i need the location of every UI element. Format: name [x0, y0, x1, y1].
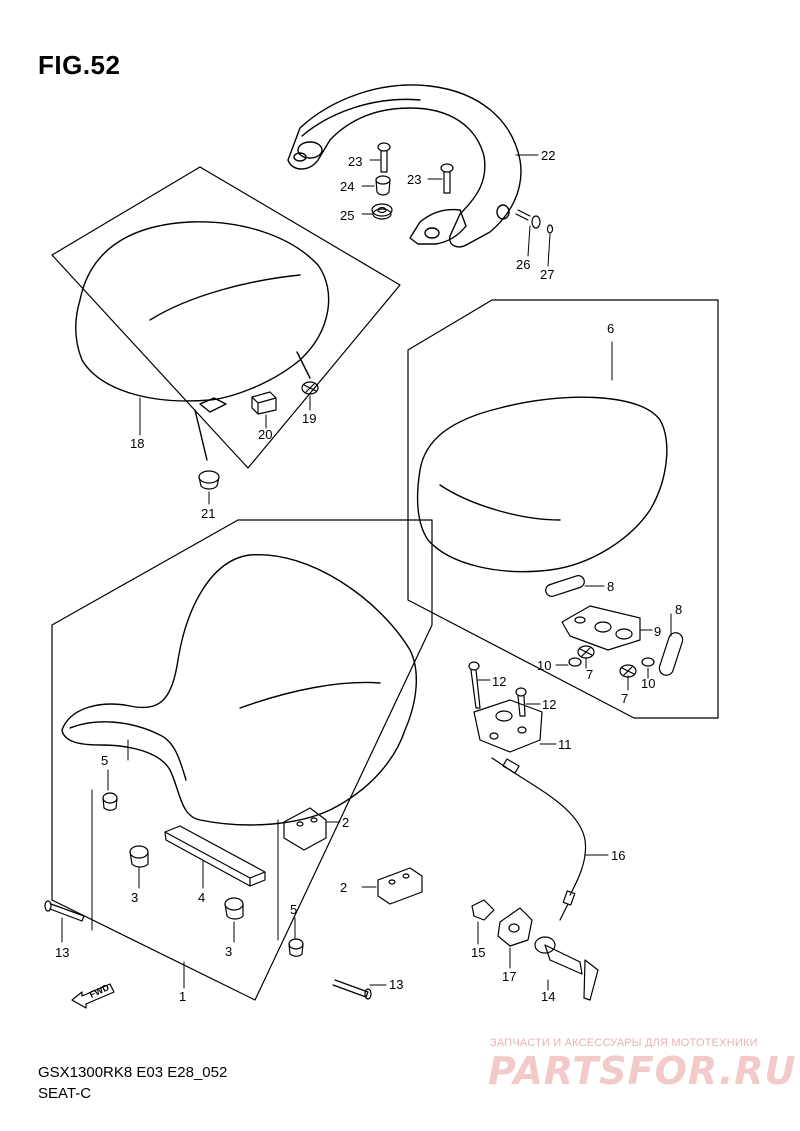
- bolt-23-left: [378, 143, 390, 172]
- callout-19: 19: [302, 411, 317, 426]
- callout-23b: 23: [407, 172, 422, 187]
- callout-22: 22: [541, 148, 556, 163]
- grommet-5b: [289, 939, 303, 956]
- callout-24: 24: [340, 179, 355, 194]
- grommet-25: [372, 204, 392, 219]
- callout-5a: 5: [101, 753, 109, 768]
- callout-21: 21: [201, 506, 216, 521]
- callout-15: 15: [471, 945, 486, 960]
- callout-27: 27: [540, 267, 555, 282]
- lock-14: [535, 937, 598, 1000]
- callout-7b: 7: [621, 691, 629, 706]
- callout-6: 6: [607, 321, 615, 336]
- callout-25: 25: [340, 208, 355, 223]
- callout-1: 1: [179, 989, 187, 1004]
- seat-cover: [418, 397, 667, 571]
- callout-13a: 13: [55, 945, 70, 960]
- callout-7a: 7: [586, 667, 594, 682]
- callout-17: 17: [502, 969, 517, 984]
- watermark-logo: PARTSFOR.RU: [488, 1049, 797, 1093]
- washer-27: [548, 225, 553, 233]
- bolt-13b: [333, 980, 371, 999]
- part-8-left: [544, 574, 586, 598]
- callout-3a: 3: [131, 890, 139, 905]
- lock-bracket-11: [474, 700, 542, 752]
- callout-11: 11: [558, 737, 572, 752]
- pillion-seat: [76, 222, 329, 460]
- part-8-right: [658, 631, 685, 677]
- collar-24: [376, 176, 390, 195]
- bolt-13a: [45, 901, 84, 921]
- callout-8b: 8: [675, 602, 683, 617]
- callout-18: 18: [130, 436, 145, 451]
- callout-26: 26: [516, 257, 531, 272]
- bolt-12a: [469, 662, 480, 708]
- cushion-3b: [225, 898, 243, 919]
- frame-seat-cover: [408, 300, 718, 718]
- callout-12b: 12: [542, 697, 557, 712]
- grab-handle: [288, 85, 521, 247]
- frame-pillion-seat: [52, 167, 400, 468]
- bolt-12b: [516, 688, 526, 716]
- damper-2a: [284, 808, 326, 850]
- cushion-3a: [130, 846, 148, 867]
- rider-seat: [62, 555, 416, 825]
- section-name: SEAT-C: [38, 1085, 92, 1102]
- callout-4: 4: [198, 890, 206, 905]
- callout-23a: 23: [348, 154, 363, 169]
- nut-7a: [578, 646, 594, 658]
- grommet-5a: [103, 793, 117, 810]
- callout-5b: 5: [290, 902, 298, 917]
- figure-title: FIG.52: [38, 50, 121, 80]
- callout-13b: 13: [389, 977, 404, 992]
- cable-16: [492, 758, 586, 920]
- cushion-21: [199, 471, 219, 489]
- callout-2b: 2: [340, 880, 348, 895]
- damper-2b: [378, 868, 422, 904]
- part-4: [165, 826, 265, 886]
- nut-19: [302, 382, 318, 394]
- callout-2a: 2: [342, 815, 350, 830]
- callout-10a: 10: [537, 658, 552, 673]
- nut-7b: [620, 665, 636, 677]
- model-code: GSX1300RK8 E03 E28_052: [38, 1064, 228, 1081]
- callout-16: 16: [611, 848, 626, 863]
- callout-3b: 3: [225, 944, 233, 959]
- callout-10b: 10: [641, 676, 656, 691]
- pad-20: [252, 392, 276, 414]
- leader-lines: [62, 155, 671, 990]
- cover-15: [472, 900, 494, 920]
- callout-9: 9: [654, 624, 662, 639]
- watermark-subtitle: ЗАПЧАСТИ И АКСЕССУАРЫ ДЛЯ МОТОТЕХНИКИ: [490, 1037, 758, 1049]
- bolt-23-right: [441, 164, 453, 193]
- bracket-9: [562, 606, 640, 650]
- callout-14: 14: [541, 989, 556, 1004]
- callout-8a: 8: [607, 579, 615, 594]
- callout-20: 20: [258, 427, 273, 442]
- nut-10b: [642, 658, 654, 666]
- part-17: [498, 908, 532, 946]
- frame-rider-seat: [52, 520, 432, 1000]
- nut-10a: [569, 658, 581, 666]
- screw-26: [516, 210, 540, 228]
- callout-12a: 12: [492, 674, 507, 689]
- fwd-arrow: [72, 984, 114, 1008]
